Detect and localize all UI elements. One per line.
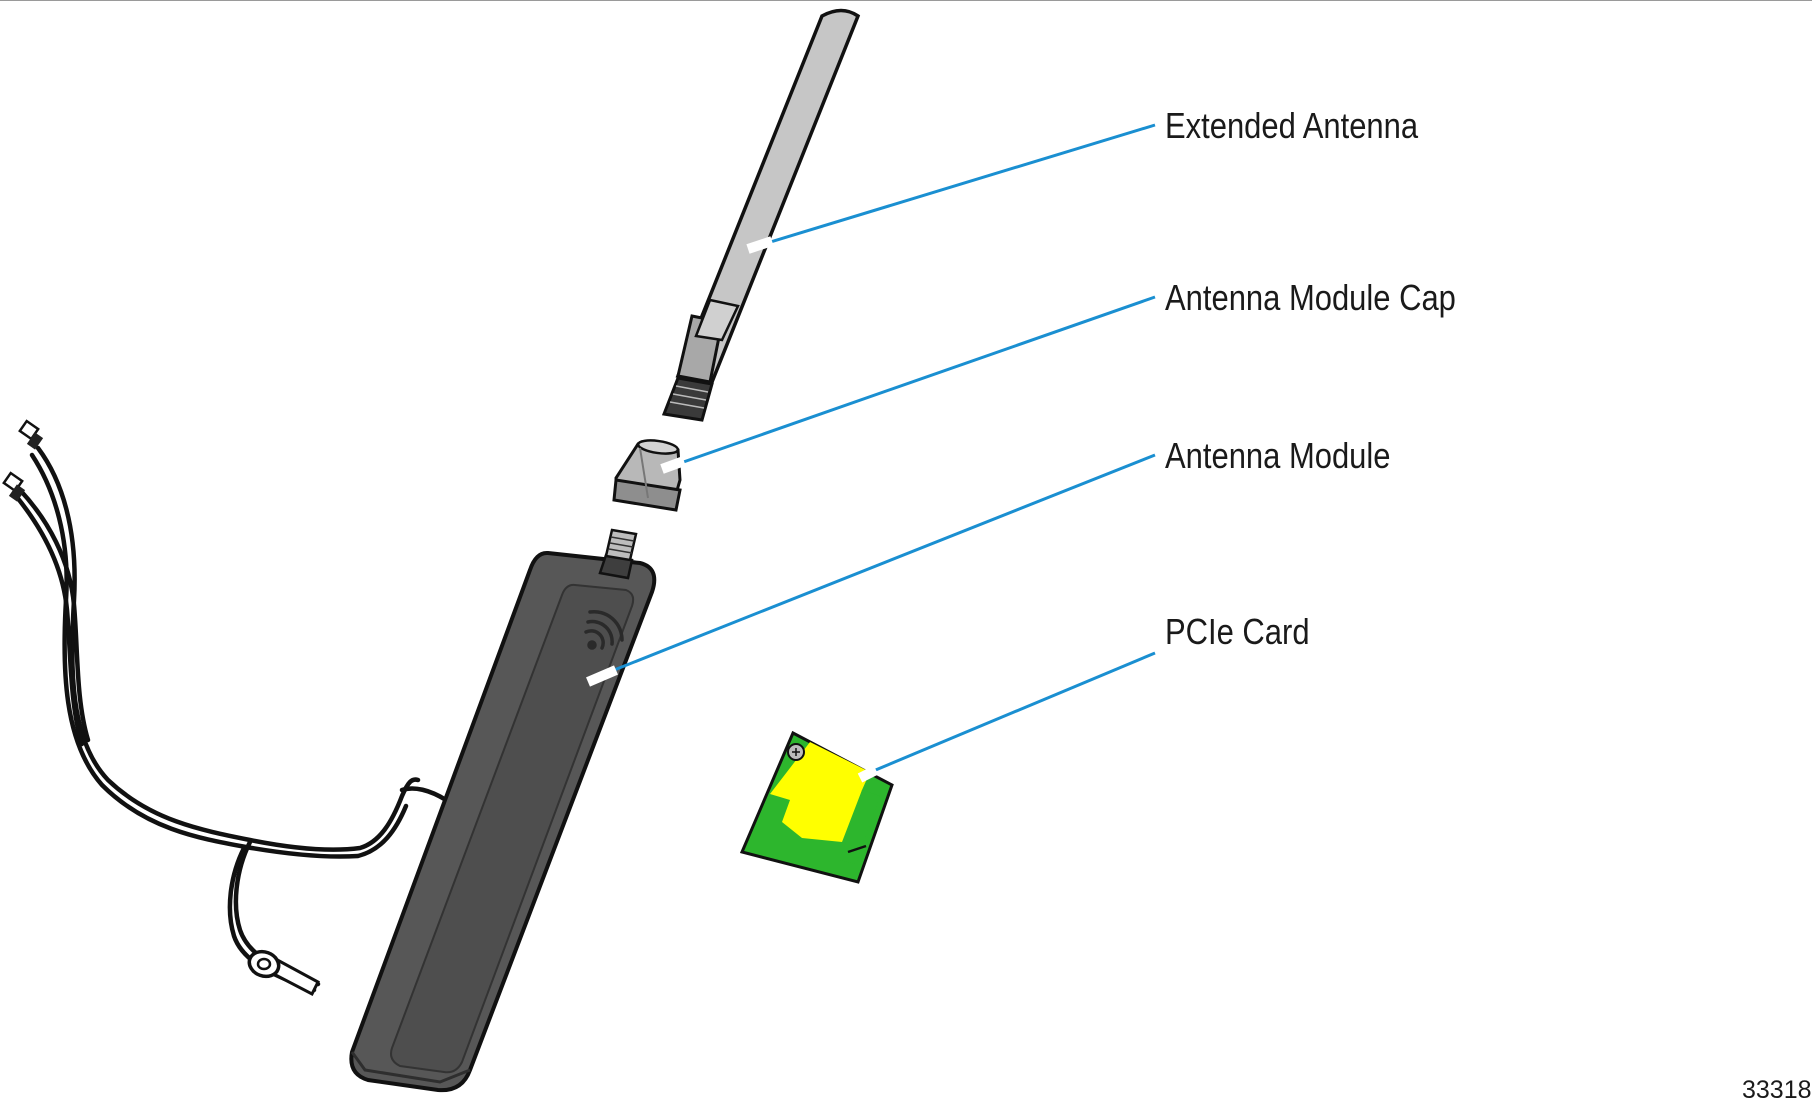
antenna-cables	[13, 445, 449, 993]
label-pcie-card: PCIe Card	[1165, 611, 1310, 652]
antenna-module-cap	[612, 439, 682, 512]
leader-anchor-tabs	[586, 236, 879, 783]
leader-antenna-module-cap	[671, 295, 1156, 468]
antenna-module-housing	[349, 528, 657, 1093]
leader-antenna-module	[593, 453, 1156, 680]
ground-ring-terminal	[247, 949, 320, 997]
label-extended-antenna: Extended Antenna	[1165, 105, 1419, 146]
cable-connector-lower	[2, 471, 26, 502]
label-antenna-module-cap: Antenna Module Cap	[1165, 277, 1456, 318]
top-border	[0, 0, 1812, 1]
leader-pcie-card	[865, 651, 1156, 776]
sma-connector	[598, 528, 638, 580]
pcie-card	[739, 730, 894, 884]
extended-antenna	[661, 8, 861, 422]
wifi-icon	[584, 609, 624, 650]
leader-lines	[593, 123, 1156, 776]
leader-extended-antenna	[753, 123, 1156, 249]
figure-number: 333188	[1742, 1076, 1812, 1104]
cable-connector-upper	[18, 419, 44, 450]
label-antenna-module: Antenna Module	[1165, 435, 1391, 476]
